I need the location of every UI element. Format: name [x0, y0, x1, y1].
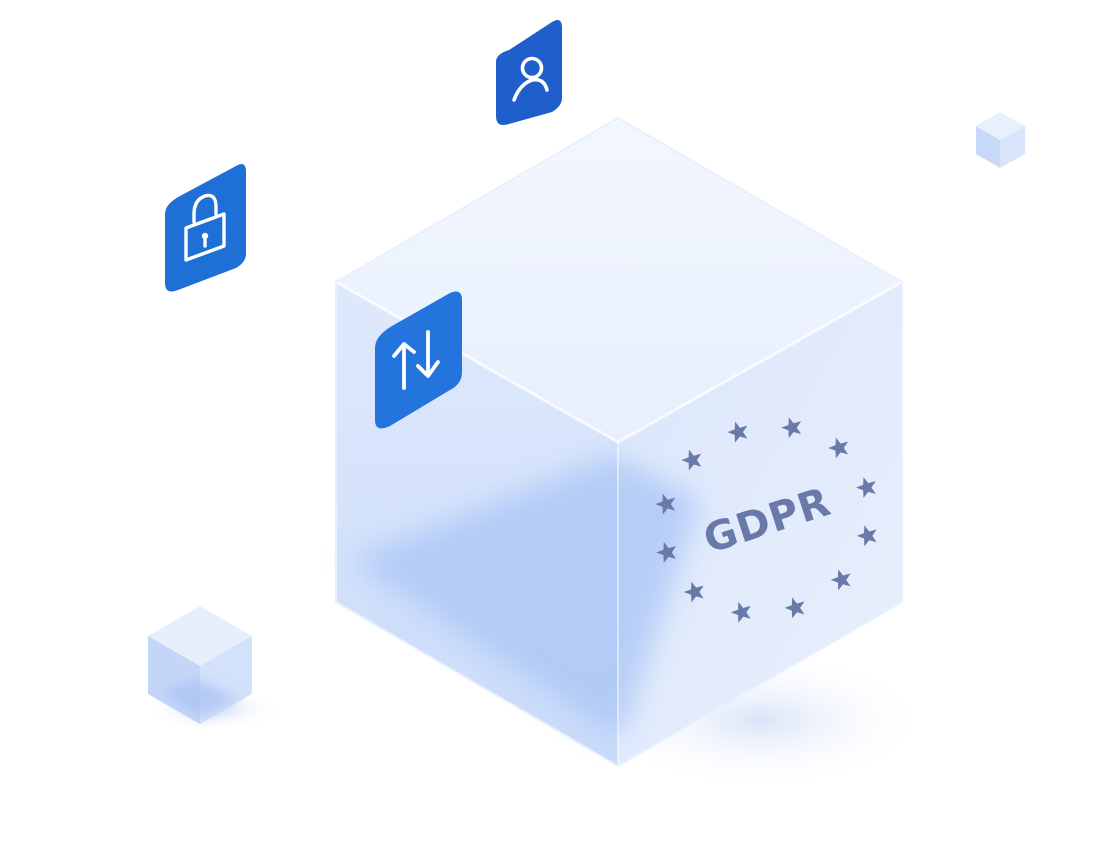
data-transfer-icon	[392, 330, 440, 390]
eu-star-ring	[655, 417, 877, 623]
main-cube-inner-glow	[350, 455, 700, 740]
eu-star	[828, 437, 849, 459]
eu-star	[655, 493, 676, 515]
user-icon	[512, 56, 549, 102]
lock-tile	[165, 164, 246, 292]
eu-star	[855, 477, 876, 499]
eu-star	[727, 421, 748, 443]
eu-star	[784, 597, 805, 619]
eu-star	[683, 581, 704, 603]
eu-star	[730, 601, 751, 623]
eu-star	[830, 569, 851, 591]
eu-star	[681, 449, 702, 471]
eu-star	[781, 417, 802, 439]
lock-icon	[184, 193, 226, 262]
eu-star	[856, 525, 877, 547]
user-tile	[496, 20, 562, 125]
small-cube-bottom-left	[145, 606, 285, 732]
eu-star	[656, 541, 677, 563]
data-transfer-tile	[375, 291, 462, 429]
small-cube-top-right	[976, 112, 1025, 168]
